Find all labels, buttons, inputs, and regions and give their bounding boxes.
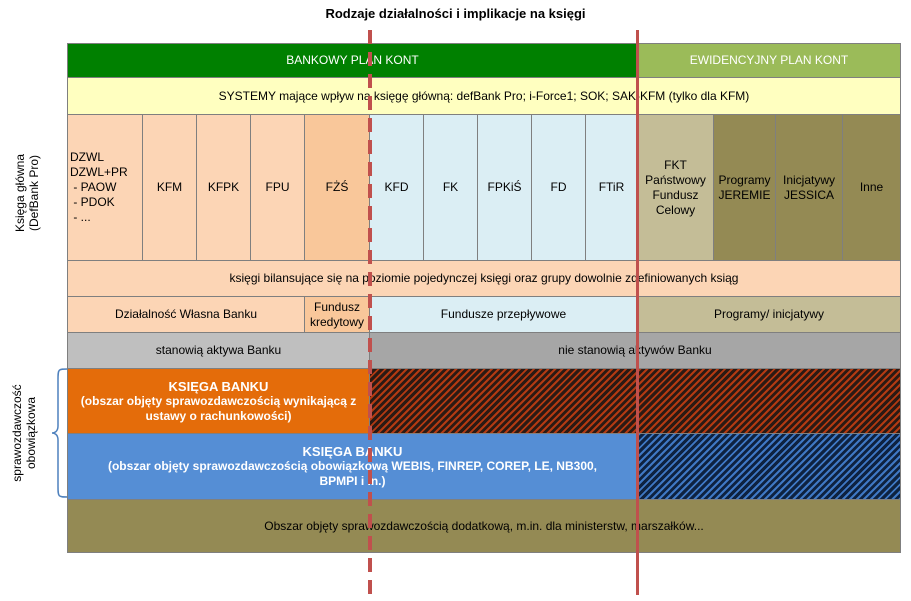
brace-bracket bbox=[51, 368, 69, 498]
ledger-programy-jeremie: Programy JEREMIE bbox=[713, 114, 776, 261]
divider-solid-line bbox=[636, 30, 639, 595]
ledger-kfm: KFM bbox=[142, 114, 197, 261]
ledger-fk: FK bbox=[423, 114, 478, 261]
ledger-dzwl: DZWL DZWL+PR - PAOW - PDOK - ... bbox=[67, 114, 143, 261]
hatched-area-red bbox=[369, 368, 901, 434]
header-ewidencyjny-plan-kont: EWIDENCYJNY PLAN KONT bbox=[637, 43, 901, 78]
group-fundusze-przeplywowe: Fundusze przepływowe bbox=[369, 296, 638, 333]
aktywa-stanowia: stanowią aktywa Banku bbox=[67, 332, 370, 369]
side-label-sprawozdawczosc: sprawozdawczość obowiązkowa bbox=[10, 384, 38, 482]
group-dzialalnosc-wlasna: Działalność Własna Banku bbox=[67, 296, 305, 333]
aktywa-nie-stanowia: nie stanowią aktywów Banku bbox=[369, 332, 901, 369]
header-bankowy-plan-kont: BANKOWY PLAN KONT bbox=[67, 43, 638, 78]
ledger-kfpk: KFPK bbox=[196, 114, 251, 261]
ksiega-banku-obowiazkowa: KSIĘGA BANKU (obszar objęty sprawozdawcz… bbox=[67, 433, 638, 500]
bilansujace-row: księgi bilansujące się na poziomie pojed… bbox=[67, 260, 901, 297]
group-fundusz-kredytowy: Fundusz kredytowy bbox=[304, 296, 370, 333]
ledger-inne: Inne bbox=[842, 114, 901, 261]
group-programy-inicjatywy: Programy/ inicjatywy bbox=[637, 296, 901, 333]
ledger-inicjatywy-jessica: Inicjatywy JESSICA bbox=[775, 114, 843, 261]
page-title: Rodzaje działalności i implikacje na ksi… bbox=[325, 6, 586, 21]
divider-dashed-line bbox=[368, 30, 372, 601]
ledger-fkt: FKT Państwowy Fundusz Celowy bbox=[637, 114, 714, 261]
side-label-ksiega-glowna: Księga główna (DefBank Pro) bbox=[13, 153, 41, 233]
systemy-row: SYSTEMY mające wpływ na księgę główną: d… bbox=[67, 77, 901, 115]
ledger-fpu: FPU bbox=[250, 114, 305, 261]
ledger-fpkis: FPKiŚ bbox=[477, 114, 532, 261]
ledger-ftir: FTiR bbox=[585, 114, 638, 261]
ksiega-banku-rachunkowosc: KSIĘGA BANKU (obszar objęty sprawozdawcz… bbox=[67, 368, 370, 434]
sprawozdawczosc-dodatkowa: Obszar objęty sprawozdawczością dodatkow… bbox=[67, 499, 901, 553]
hatched-area-blue bbox=[637, 433, 901, 500]
ledger-kfd: KFD bbox=[369, 114, 424, 261]
ledger-fzs: FŻŚ bbox=[304, 114, 370, 261]
ledger-fd: FD bbox=[531, 114, 586, 261]
